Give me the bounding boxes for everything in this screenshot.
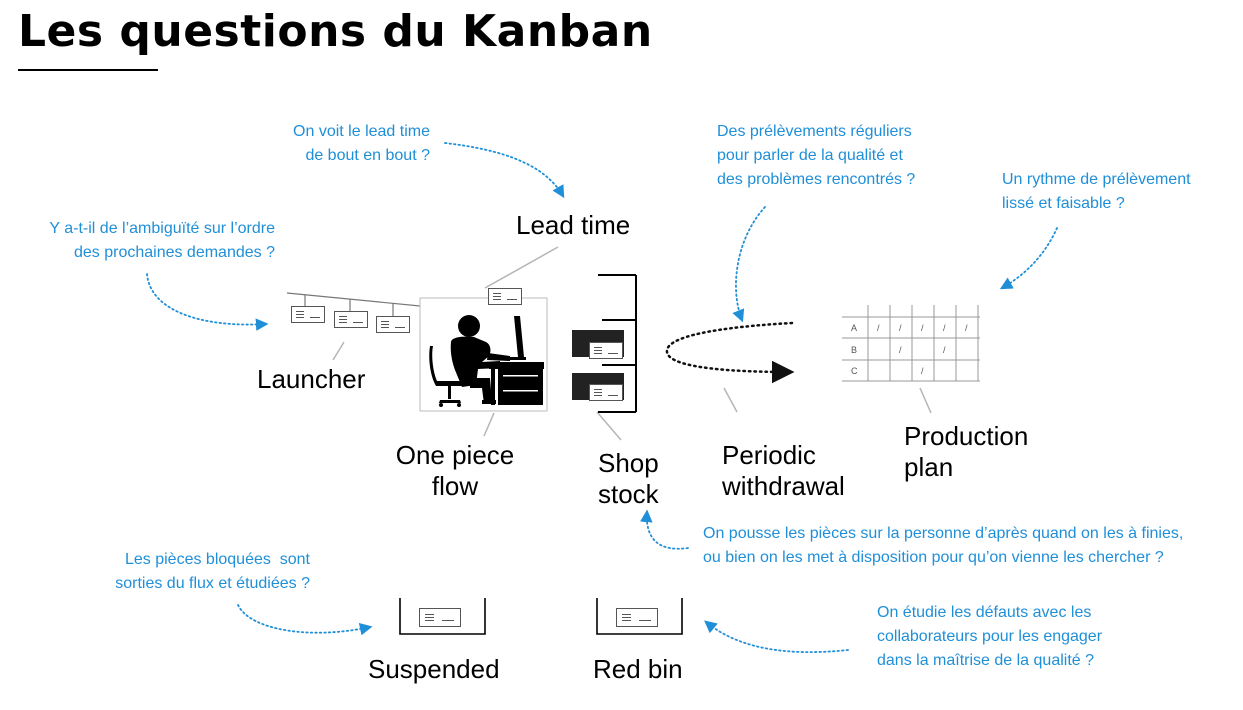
question-push: On pousse les pièces sur la personne d’a…	[703, 522, 1183, 570]
question-line: Y a-t-il de l’ambiguïté sur l’ordre	[49, 220, 275, 237]
label-periodic-line2: withdrawal	[722, 471, 845, 501]
suspended-bracket	[399, 598, 486, 635]
label-red-bin: Red bin	[593, 654, 683, 684]
question-line: On voit le lead time	[293, 123, 430, 140]
question-arrows	[146, 142, 1058, 654]
arrow-rhythm	[999, 227, 1058, 290]
kanban-card-icon	[616, 608, 658, 627]
question-line: On pousse les pièces sur la personne d’a…	[703, 525, 1184, 542]
question-line: des prochaines demandes ?	[73, 244, 275, 261]
operator-pictogram	[429, 315, 544, 407]
label-one-piece-flow-line2: flow	[431, 471, 479, 501]
arrow-push	[640, 509, 689, 550]
plan-cell-mark: /	[877, 323, 880, 333]
plan-row-label: C	[851, 366, 858, 376]
question-launcher: Y a-t-il de l’ambiguïté sur l’ordre des …	[10, 217, 275, 265]
label-one-piece-flow-line1: One piece	[395, 440, 515, 470]
plan-cell-mark: /	[921, 323, 924, 333]
question-line: des problèmes rencontrés ?	[717, 171, 916, 188]
question-withdrawal: Des prélèvements réguliers pour parler d…	[717, 120, 915, 192]
question-lead-time: On voit le lead time de bout en bout ?	[250, 120, 430, 168]
red-bin-bracket	[596, 598, 683, 635]
plan-cell-mark: /	[965, 323, 968, 333]
plan-cell-mark: /	[943, 345, 946, 355]
plan-cell-mark: /	[943, 323, 946, 333]
label-launcher: Launcher	[257, 364, 366, 394]
plan-cell-mark: /	[899, 323, 902, 333]
plan-cell-mark: /	[899, 345, 902, 355]
label-shop-stock-line1: Shop	[598, 448, 659, 478]
withdrawal-loop	[665, 321, 795, 384]
production-plan-grid	[842, 305, 980, 382]
arrow-launcher	[146, 273, 269, 331]
label-periodic-withdrawal: Periodic withdrawal	[722, 440, 845, 502]
label-lead-time: Lead time	[516, 210, 631, 240]
kanban-card-icon	[488, 288, 522, 305]
question-line: dans la maîtrise de la qualité ?	[877, 652, 1095, 669]
page-title: Les questions du Kanban	[18, 6, 653, 57]
kanban-card-icon	[419, 608, 461, 627]
label-production-line2: plan	[904, 452, 954, 482]
plan-row-label: B	[851, 345, 857, 355]
label-one-piece-flow: One piece flow	[385, 440, 525, 502]
question-suspended: Les pièces bloquées sont sorties du flux…	[60, 548, 310, 596]
question-line: de bout en bout ?	[305, 147, 430, 164]
label-connectors	[332, 246, 932, 441]
kanban-card-icon	[334, 311, 368, 328]
title-underline	[18, 69, 158, 71]
kanban-card-icon	[589, 384, 623, 401]
question-rhythm: Un rythme de prélèvement lissé et faisab…	[1002, 168, 1191, 216]
question-defects: On étudie les défauts avec les collabora…	[877, 601, 1102, 673]
plan-cell-mark: /	[921, 366, 924, 376]
arrow-suspended	[237, 604, 373, 636]
label-production-line1: Production	[904, 421, 1029, 451]
label-suspended: Suspended	[368, 654, 500, 684]
question-line: pour parler de la qualité et	[717, 147, 903, 164]
question-line: Les pièces bloquées sont	[124, 551, 310, 568]
label-periodic-line1: Periodic	[722, 440, 816, 470]
question-line: collaborateurs pour les engager	[877, 628, 1103, 645]
label-production-plan: Production plan	[904, 421, 1028, 483]
kanban-card-icon	[291, 306, 325, 323]
arrow-lead-time	[444, 142, 565, 199]
question-line: sorties du flux et étudiées ?	[115, 575, 310, 592]
question-line: Des prélèvements réguliers	[717, 123, 912, 140]
plan-row-label: A	[851, 323, 857, 333]
production-plan-text: A / / / / / B / / C /	[851, 323, 968, 376]
question-line: On étudie les défauts avec les	[877, 604, 1092, 621]
launcher-rail	[286, 292, 421, 316]
question-line: lissé et faisable ?	[1002, 195, 1125, 212]
arrow-defects	[704, 620, 849, 654]
kanban-card-icon	[589, 342, 623, 359]
kanban-card-icon	[376, 316, 410, 333]
label-shop-stock-line2: stock	[598, 479, 659, 509]
question-line: Un rythme de prélèvement	[1002, 171, 1191, 188]
question-line: ou bien on les met à disposition pour qu…	[703, 549, 1164, 566]
shop-stock-shelf	[598, 274, 637, 413]
label-shop-stock: Shop stock	[598, 448, 659, 510]
arrow-withdrawal	[732, 206, 766, 323]
